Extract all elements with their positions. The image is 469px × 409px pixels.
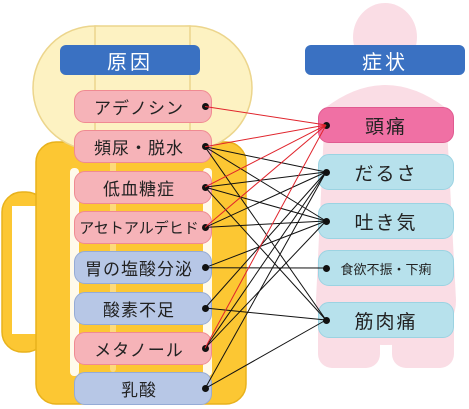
cause-connector-dot <box>201 223 209 231</box>
cause-item: アセトアルデヒド <box>74 210 212 244</box>
cause-item: アデノシン <box>74 90 212 123</box>
cause-connector-dot <box>201 183 209 191</box>
symptom-item: 食欲不振・下痢 <box>318 250 454 286</box>
cause-connector-dot <box>201 143 209 151</box>
symptom-item: だるさ <box>318 154 454 190</box>
symptom-connector-dot <box>322 168 330 176</box>
cause-connector-dot <box>201 304 209 312</box>
cause-item: 胃の塩酸分泌 <box>74 251 212 285</box>
cause-connector-dot <box>201 264 209 272</box>
cause-item: 頻尿・脱水 <box>74 130 212 164</box>
symptom-connector-dot <box>322 217 330 225</box>
causes-header: 原因 <box>60 45 200 75</box>
cause-item: メタノール <box>74 331 212 365</box>
symptoms-header: 症状 <box>305 45 465 75</box>
symptom-connector-dot <box>322 264 330 272</box>
cause-connector-dot <box>201 344 209 352</box>
cause-connector-dot <box>201 385 209 393</box>
symptom-item: 頭痛 <box>318 107 454 143</box>
symptom-item: 吐き気 <box>318 203 454 239</box>
symptom-connector-dot <box>322 316 330 324</box>
cause-item: 乳酸 <box>74 372 212 406</box>
cause-item: 低血糖症 <box>74 170 212 204</box>
cause-connector-dot <box>201 103 209 110</box>
symptom-connector-dot <box>322 121 330 129</box>
cause-item: 酸素不足 <box>74 291 212 325</box>
symptom-item: 筋肉痛 <box>318 302 454 338</box>
